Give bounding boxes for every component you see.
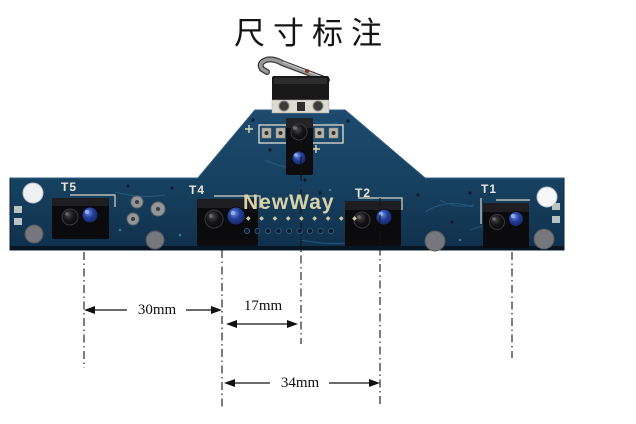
board-logo: NewWay [243,191,335,214]
dimension-extension-lines [83,140,513,410]
dimension-arrows [84,306,380,387]
mounting-hole [533,228,555,250]
arrow-17mm [226,320,298,328]
mounting-holes [22,182,558,252]
dimension-label-17mm: 17mm [243,298,283,314]
logo-pad-row [243,227,334,234]
sensor-label-t1: T1 [481,182,498,196]
sensor-label-t5: T5 [61,180,78,194]
switch-lever-icon [257,56,330,83]
dimension-label-34mm: 34mm [271,375,329,391]
plus-marks [245,125,320,153]
sensor-t1 [480,198,530,248]
mounting-hole [22,182,44,204]
center-sensor-assembly [245,118,344,175]
edge-silkscreen-pads [14,203,560,225]
sensor-t5 [52,194,116,239]
page-title: 尺寸标注 [234,16,390,51]
sensor-t2 [345,197,403,246]
arrow-34mm [224,379,380,387]
mounting-hole [24,224,44,244]
center-ir-sensor [286,118,313,175]
micro-switch [257,56,330,114]
sensor-t4 [197,195,261,246]
arrow-30mm [84,306,222,314]
via-dots [118,118,472,242]
dimension-label-30mm: 30mm [128,302,186,318]
solder-pins [126,195,166,226]
sensor-label-t2: T2 [355,186,372,200]
sensor-label-t4: T4 [189,183,206,197]
mounting-hole [424,230,446,252]
board-logo-marks: ◆ ◆ ◆ ◆ ◆ ◆ ◆ ◆ ◆ [246,216,361,222]
mounting-hole [536,186,558,208]
mounting-hole [145,230,165,250]
